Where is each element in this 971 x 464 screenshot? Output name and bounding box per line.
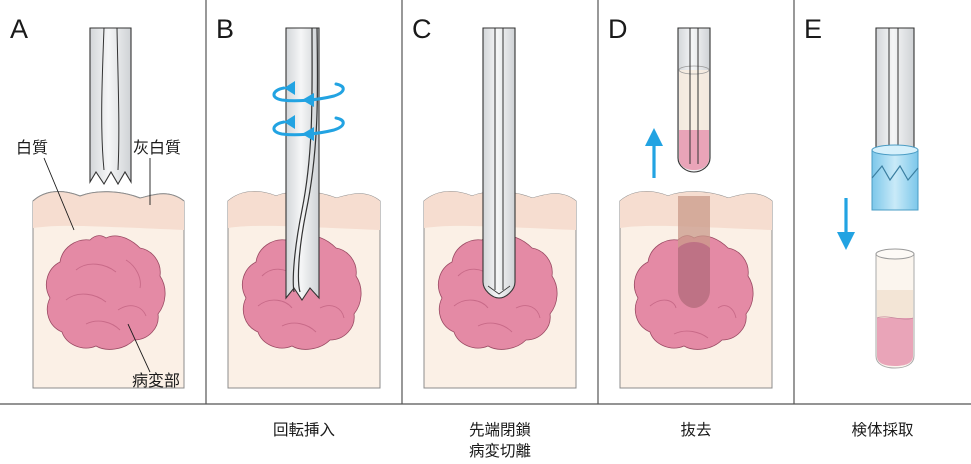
panel-letter-b: B [216,14,234,44]
panel-d: D [608,14,772,388]
caption-c-line-1: 先端閉鎖 [402,420,598,441]
lesion [46,236,165,350]
caption-b-line-1: 回転挿入 [206,420,402,441]
caption-e: 検体採取 [794,420,971,441]
biopsy-needle [90,28,131,184]
panel-letter-d: D [608,14,628,44]
panel-c: C [412,14,576,388]
gray-matter-band [33,192,184,230]
panel-letter-c: C [412,14,432,44]
caption-d: 抜去 [598,420,794,441]
panel-a: A 白質 灰白質 病変部 [10,14,184,390]
caption-e-line-1: 検体採取 [794,420,971,441]
panel-letter-a: A [10,14,28,44]
caption-c-line-2: 病変切離 [402,441,598,462]
collect-arrow-icon [837,198,855,250]
label-gray-matter: 灰白質 [133,138,181,157]
panel-b: B [216,14,380,388]
withdraw-arrow-icon [645,128,663,178]
biopsy-needle [483,28,515,298]
caption-c: 先端閉鎖 病変切離 [402,420,598,462]
panel-letter-e: E [804,14,822,44]
caption-d-line-1: 抜去 [598,420,794,441]
needle-cap [872,150,918,210]
label-white-matter: 白質 [16,138,48,157]
label-lesion: 病変部 [132,371,180,390]
panel-e: E [804,14,918,368]
specimen-tube [876,249,914,368]
caption-b: 回転挿入 [206,420,402,441]
